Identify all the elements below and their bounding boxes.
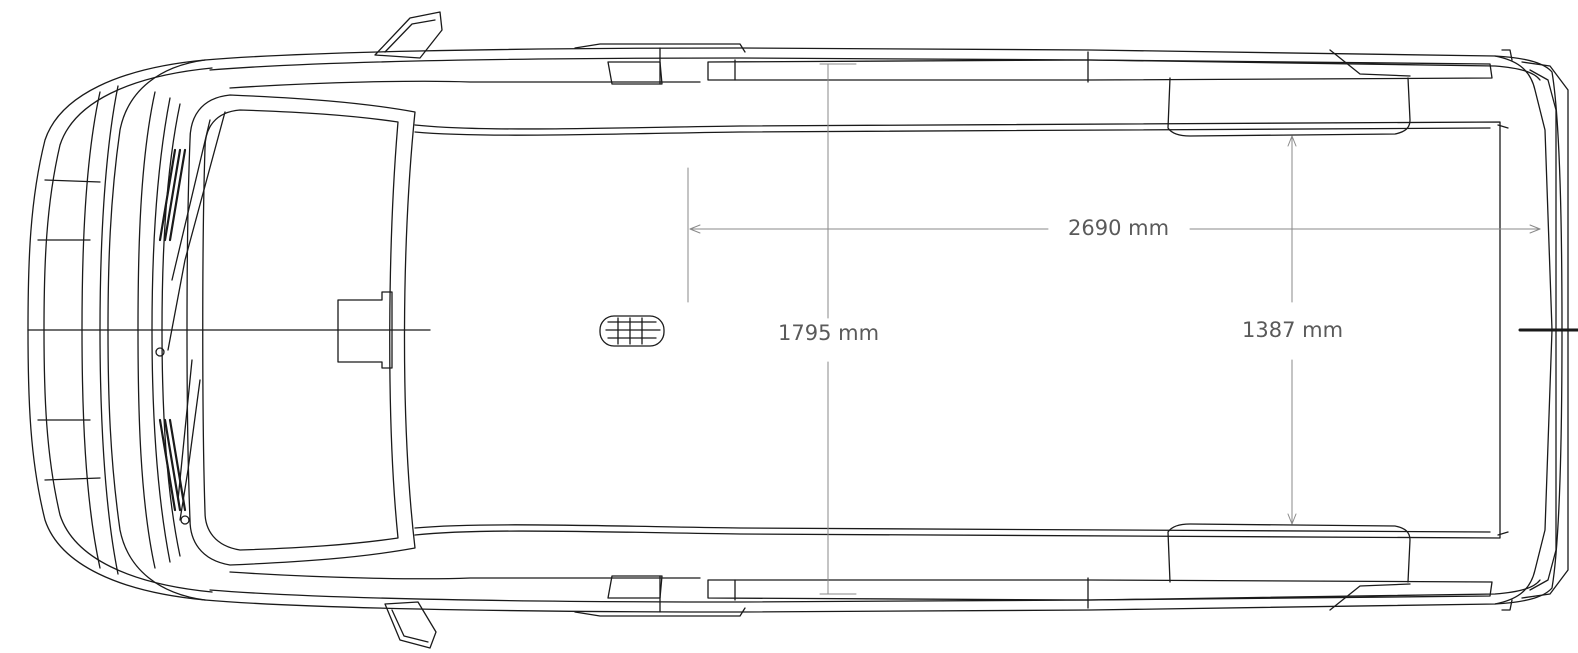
- overall-width-label: 1795 mm: [772, 320, 886, 346]
- side-mirror-bottom: [384, 601, 437, 649]
- windscreen: [186, 94, 416, 566]
- roof-vent: [599, 315, 665, 347]
- side-mirror-top: [374, 11, 443, 59]
- roof-body: [204, 43, 1578, 617]
- front-nose: [27, 59, 431, 601]
- load-length-label: 2690 mm: [1062, 215, 1176, 241]
- arch-width-label: 1387 mm: [1236, 317, 1350, 343]
- bonnet: [107, 59, 226, 601]
- dimension-lines: [687, 63, 1541, 595]
